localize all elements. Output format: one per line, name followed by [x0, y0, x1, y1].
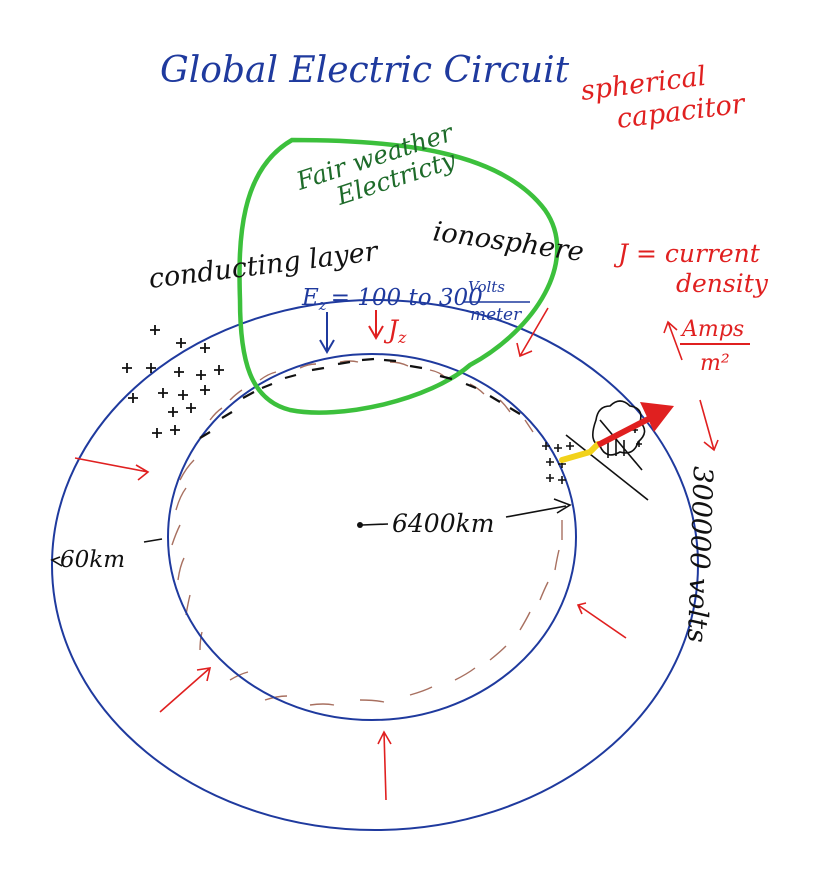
thunderstorm-cloud — [565, 400, 649, 501]
voltage-label: 300000 volts — [681, 466, 718, 643]
amps-label: Amps — [680, 317, 744, 342]
ez-arrow-head — [319, 339, 335, 354]
positive-charges-atmosphere — [122, 325, 224, 438]
radius-line-left — [361, 523, 389, 526]
radius-label: 6400km — [392, 509, 494, 538]
jz-arrow-head — [368, 325, 384, 340]
ionosphere-circle — [51, 299, 699, 831]
height-line — [143, 538, 163, 543]
radius-line-right — [505, 505, 567, 518]
ez-unit-volts: Volts — [468, 278, 505, 296]
storm-current-arrow-head — [640, 402, 674, 432]
ez-label: Ez= 100 to 300 — [301, 285, 483, 314]
j-definition-line1: J = current — [613, 239, 761, 268]
return-current-arrows — [74, 307, 719, 801]
negative-charges — [199, 357, 521, 439]
jz-label: Jz — [383, 315, 407, 347]
earth-circle — [167, 353, 577, 721]
ionosphere-label: ionosphere — [431, 216, 586, 268]
storm-surface-charges — [542, 442, 574, 484]
fair-weather-loop — [237, 137, 560, 415]
earth-center-dot — [357, 522, 363, 528]
ez-unit-meter: meter — [470, 305, 522, 325]
j-definition-line2: density — [676, 269, 769, 298]
diagram-title: Global Electric Circuit — [160, 50, 570, 91]
lightning-bolt — [559, 441, 601, 463]
radius-arrow-head — [553, 498, 572, 514]
height-label: 60km — [60, 547, 125, 573]
height-arrow-head — [50, 556, 63, 567]
amps-denominator: m² — [700, 351, 730, 376]
